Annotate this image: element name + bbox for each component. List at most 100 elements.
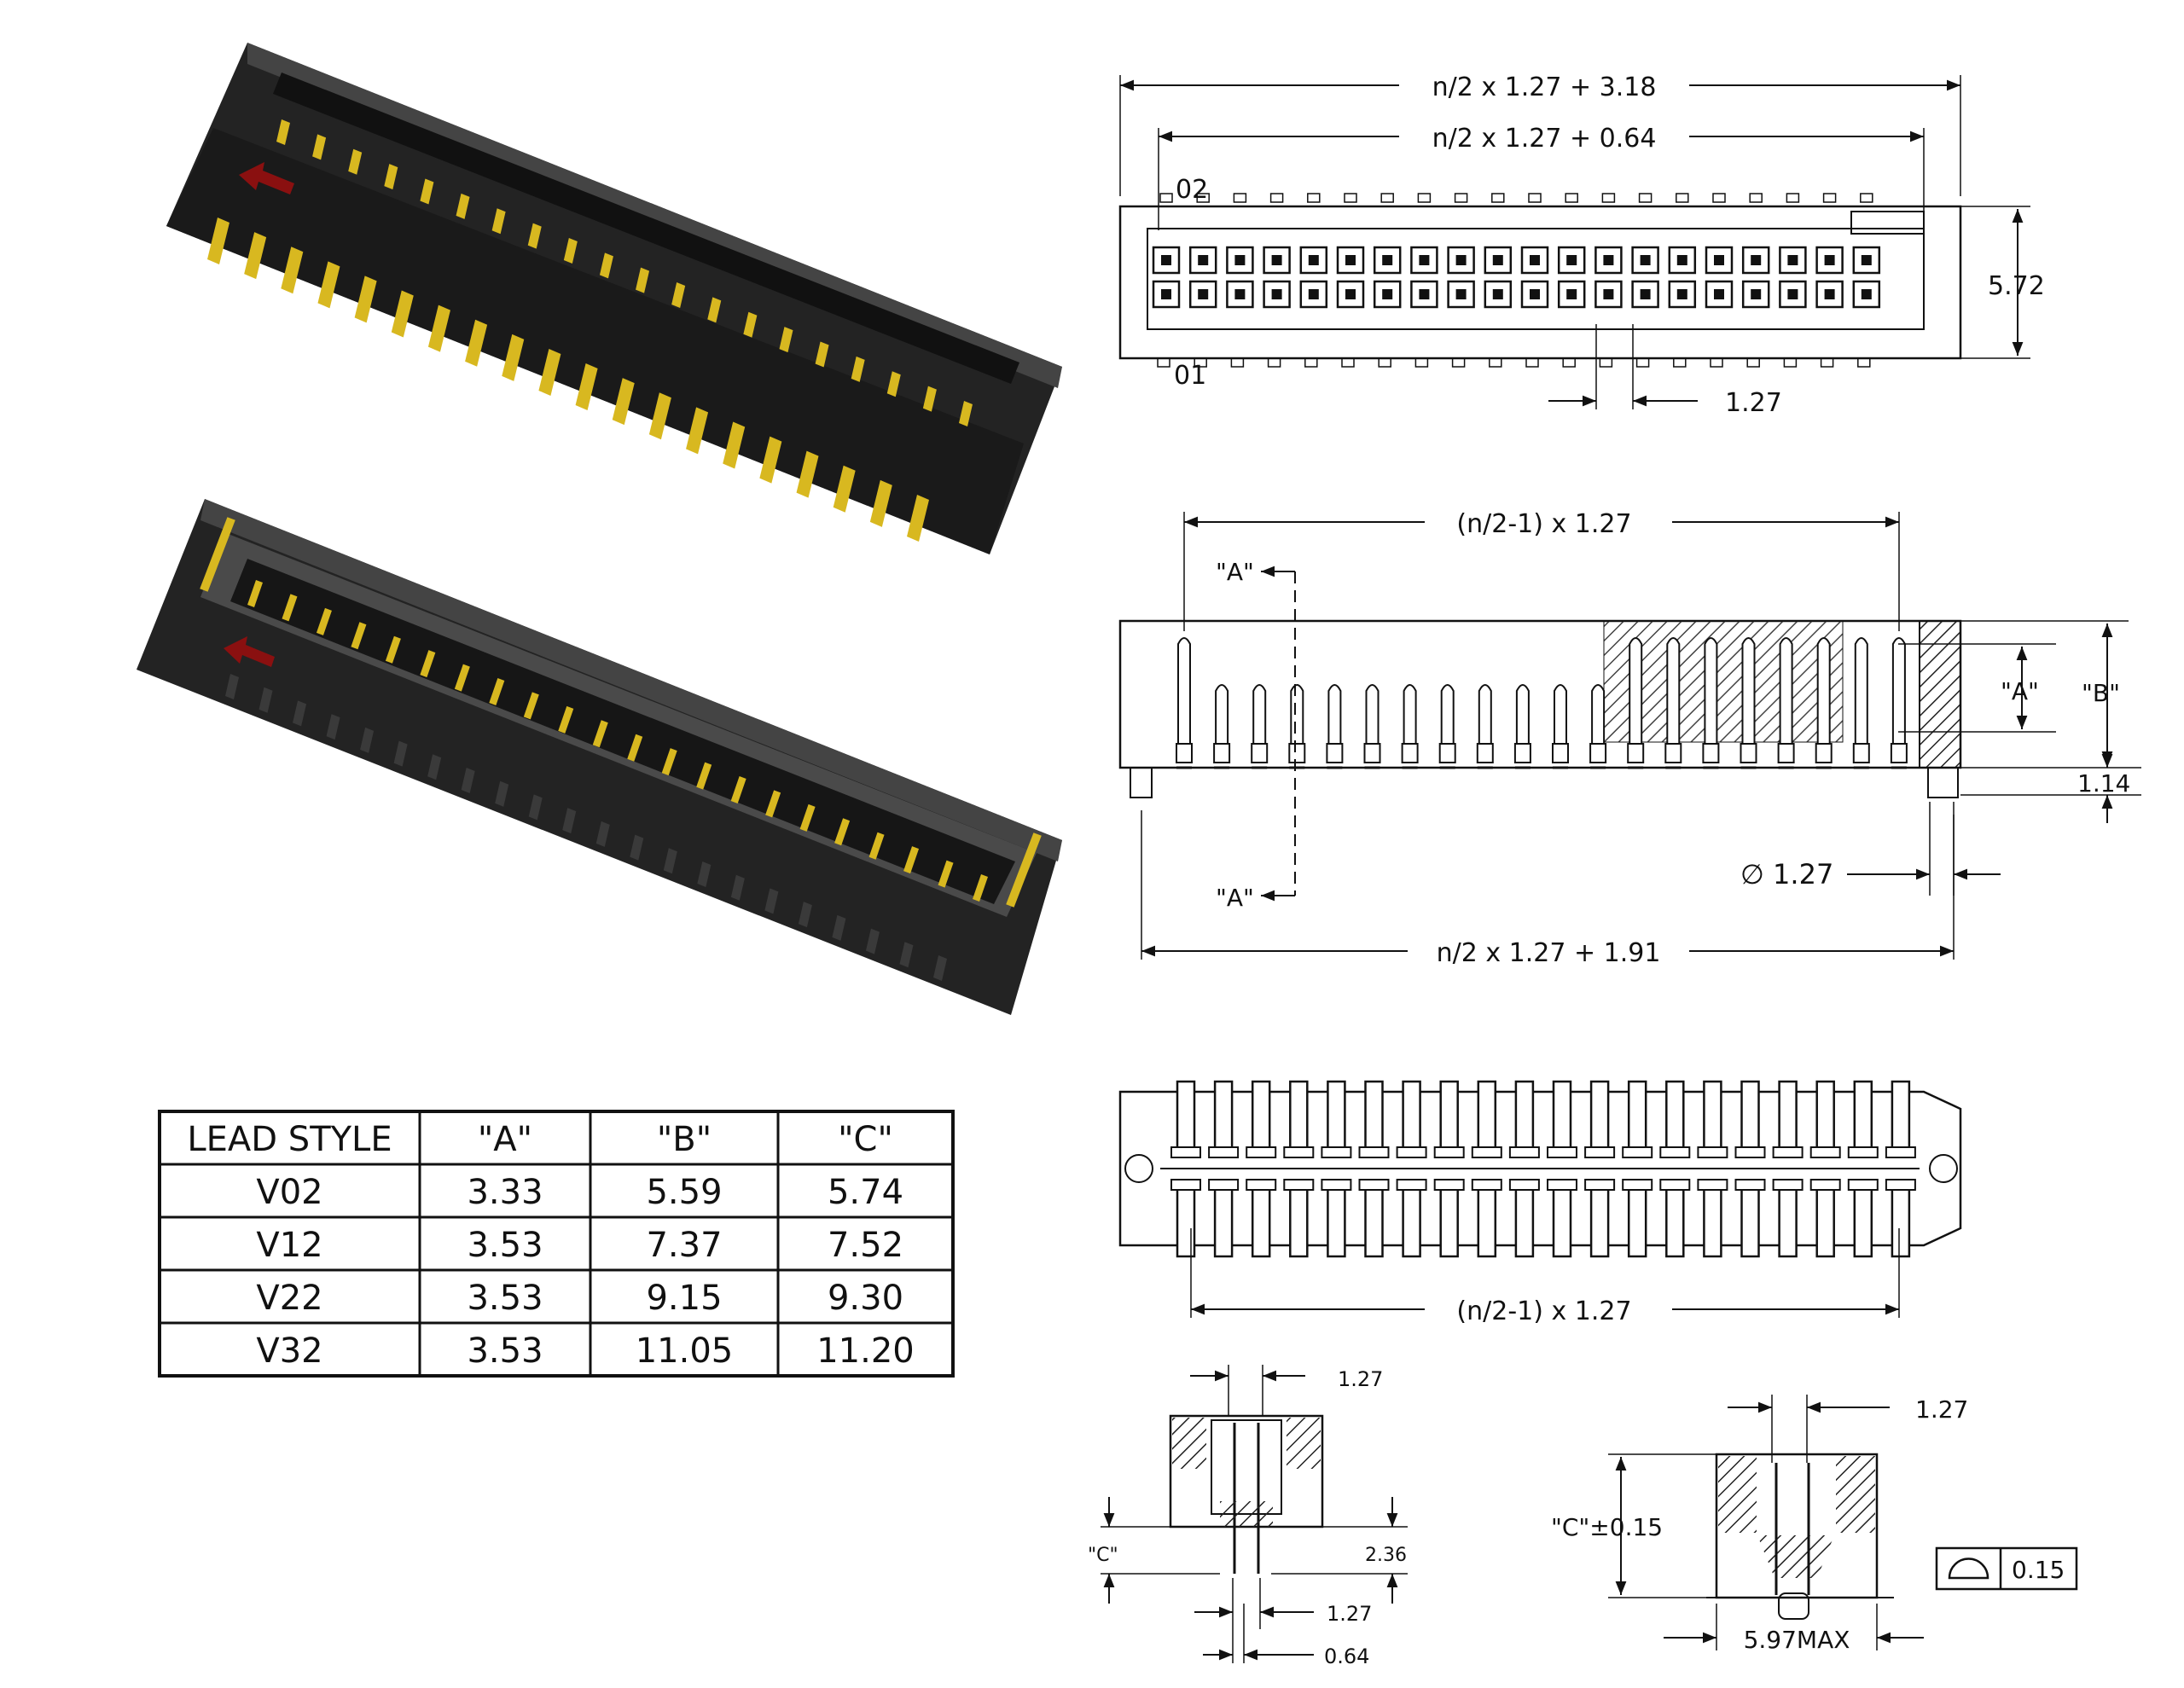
contact-pin: [282, 594, 298, 622]
lead-lower: [1327, 1180, 1346, 1258]
contact-pin: [420, 650, 436, 678]
lead-pad: [1508, 1179, 1540, 1191]
lead-lower: [1740, 1180, 1760, 1258]
contact-pin: [765, 790, 781, 818]
side-pitch-span-dim: (n/2-1) x 1.27: [1456, 509, 1631, 539]
solder-lead: [686, 407, 709, 455]
table-header: "A": [478, 1120, 532, 1159]
lead-pad: [1508, 1146, 1540, 1158]
lead-upper: [1740, 1080, 1760, 1158]
side-contact: [1290, 684, 1304, 744]
guide-post: [200, 517, 235, 592]
contact-hole: [1603, 255, 1614, 265]
contact-pin: [592, 720, 608, 748]
table-header: "B": [657, 1120, 712, 1159]
inner-length-dim: n/2 x 1.27 + 0.64: [1432, 124, 1657, 154]
side-contact: [1327, 684, 1342, 744]
contact-hole: [1198, 289, 1209, 299]
table-cell: V22: [256, 1279, 322, 1318]
lead-lower: [1627, 1180, 1647, 1258]
pin-tip-top: [1159, 193, 1173, 203]
lead-lower: [1514, 1180, 1535, 1258]
pin-tip-bottom: [1341, 357, 1355, 368]
contact-pin: [351, 622, 367, 650]
pin-01-label: 01: [1174, 361, 1206, 391]
lead-pad: [1547, 1179, 1577, 1191]
lead-pad: [1697, 1179, 1728, 1191]
table-cell: 7.37: [646, 1226, 722, 1265]
contact-hole: [1824, 289, 1835, 299]
contact-pin: [527, 223, 542, 249]
contact-hole: [1161, 289, 1171, 299]
contact-pin: [558, 705, 574, 734]
lower-lead: [697, 861, 712, 887]
lead-pad: [1584, 1146, 1616, 1158]
pin-tip-bottom: [1489, 357, 1502, 368]
lower-lead: [899, 942, 914, 968]
contact-pin: [707, 297, 722, 323]
lead-lower: [1853, 1180, 1873, 1258]
base-span-dim: n/2 x 1.27 + 1.91: [1437, 938, 1661, 968]
lower-lead: [360, 727, 375, 753]
lead-pad: [1809, 1146, 1841, 1158]
solder-lead: [244, 232, 267, 280]
lower-lead: [832, 914, 846, 941]
lower-lead: [528, 794, 543, 821]
lead-pad: [1659, 1146, 1691, 1158]
lead-pad: [1396, 1179, 1427, 1191]
contact-pin: [523, 692, 539, 720]
lead-upper: [1251, 1080, 1271, 1158]
lead-upper: [1176, 1080, 1196, 1158]
contact-cell: [1226, 246, 1254, 275]
lead-lower: [1552, 1180, 1572, 1258]
side-contact: [1215, 684, 1229, 744]
lead-pad: [1734, 1146, 1766, 1158]
side-contact: [1891, 637, 1906, 744]
lead-upper: [1778, 1080, 1798, 1158]
pin-tip-top: [1676, 193, 1689, 203]
lower-lead: [595, 821, 610, 847]
side-tail: [1476, 743, 1494, 763]
side-tail: [1740, 743, 1757, 763]
lead-pad: [1433, 1179, 1465, 1191]
lead-pad: [1208, 1179, 1240, 1191]
contact-hole: [1861, 289, 1872, 299]
solder-lead: [207, 218, 229, 264]
flatness-tolerance: 0.15: [2012, 1556, 2065, 1584]
pin-tip-top: [1822, 193, 1837, 203]
side-contact: [1440, 684, 1455, 744]
contact-pin: [959, 401, 973, 426]
contact-hole: [1640, 255, 1651, 265]
pin-tip-bottom: [1157, 357, 1170, 368]
pin-tip-bottom: [1378, 357, 1391, 368]
lead-pad: [1471, 1146, 1502, 1158]
lead-pad: [1622, 1179, 1653, 1191]
lead-lower: [1176, 1180, 1196, 1258]
lead-upper: [1891, 1080, 1911, 1158]
contact-hole: [1492, 255, 1503, 265]
lower-lead: [427, 754, 442, 780]
contact-pin: [868, 832, 885, 860]
lead-pad: [1433, 1146, 1465, 1158]
contact-hole: [1640, 289, 1651, 299]
side-contact: [1779, 637, 1793, 744]
pin-tip-bottom: [1414, 357, 1429, 368]
contact-pin: [420, 178, 434, 205]
contact-hole: [1714, 255, 1724, 265]
contact-pin: [671, 282, 686, 309]
contact-hole: [1382, 255, 1393, 265]
dim-a-label: "A": [2001, 677, 2039, 705]
side-contact: [1252, 684, 1267, 744]
connector-render-bottom: [136, 499, 1062, 1015]
contact-pin: [627, 734, 643, 762]
lead-lower: [1589, 1180, 1610, 1258]
contact-hole: [1492, 289, 1503, 299]
lead-upper: [1364, 1080, 1384, 1158]
side-tail: [1890, 743, 1908, 763]
lower-lead: [258, 687, 273, 713]
side-contact: [1704, 637, 1718, 744]
lower-lead: [495, 780, 509, 807]
contact-hole: [1308, 289, 1319, 299]
pin-tip-bottom: [1673, 357, 1687, 368]
end-right-width: 5.97MAX: [1744, 1626, 1850, 1654]
